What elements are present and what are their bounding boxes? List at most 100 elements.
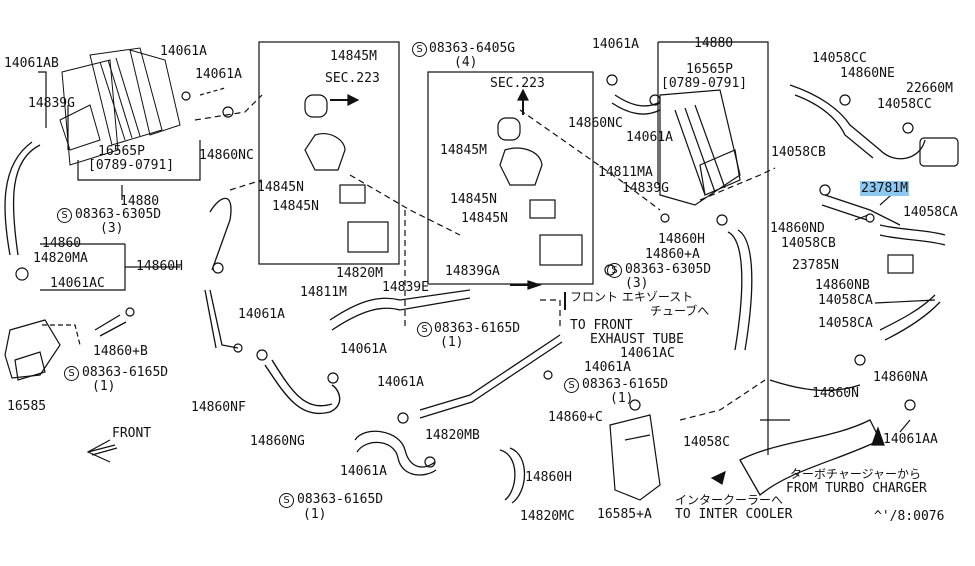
part-label: 14061A xyxy=(626,130,673,145)
group-box-left xyxy=(258,41,400,265)
arrow-sec223-right xyxy=(517,88,529,101)
front-label: FRONT xyxy=(112,426,152,441)
part-label: 14061A xyxy=(195,67,242,82)
air-cleaner-right xyxy=(659,89,741,206)
part-label: 14845N xyxy=(272,199,319,214)
screw-symbol-icon: S xyxy=(64,366,79,381)
part-label: 14061A xyxy=(340,342,387,357)
part-qty: (1) xyxy=(92,379,116,394)
bracket-14880-top xyxy=(658,41,769,455)
air-cleaner-left xyxy=(59,47,181,166)
part-label: 08363-6165D xyxy=(434,321,521,336)
screw-symbol-icon: S xyxy=(279,493,294,508)
screw-symbol-icon: S xyxy=(57,208,72,223)
hose-14860NG xyxy=(354,430,437,476)
screw-symbol-icon: S xyxy=(417,322,432,337)
part-label: 14860ND xyxy=(770,221,825,236)
jp-note: インタークーラーへ xyxy=(675,493,784,507)
part-label: 14058CB xyxy=(771,145,826,160)
route-note: EXHAUST TUBE xyxy=(590,332,684,347)
part-label: 14839GA xyxy=(445,264,500,279)
part-label: 14811MA xyxy=(598,165,653,180)
part-label: 14061AC xyxy=(620,346,675,361)
part-label: 14061AB xyxy=(4,56,59,71)
gasket-23785N xyxy=(887,254,914,274)
part-label: 16565P xyxy=(98,144,145,159)
part-label: 08363-6405G xyxy=(429,41,516,56)
part-label: 14845N xyxy=(257,180,304,195)
part-label: 08363-6165D xyxy=(582,377,669,392)
part-label: 14061A xyxy=(238,307,285,322)
part-label: 14860H xyxy=(136,259,183,274)
hose-14860NF xyxy=(264,364,341,415)
part-label: 14820M xyxy=(336,266,383,281)
part-label: 14820MA xyxy=(33,251,88,266)
part-label: 14845N xyxy=(450,192,497,207)
part-label: 14058CA xyxy=(903,205,958,220)
part-label: 14839E xyxy=(382,280,429,295)
part-label-highlighted[interactable]: 23781M xyxy=(860,181,909,196)
part-label: 14845M xyxy=(330,49,377,64)
part-label: 16565P xyxy=(686,62,733,77)
highlighted-part-number[interactable]: 23781M xyxy=(860,181,909,196)
part-label: 14061A xyxy=(584,360,631,375)
part-label: 14058CC xyxy=(877,97,932,112)
part-label: 14860+B xyxy=(93,344,148,359)
part-qty: (1) xyxy=(440,335,464,350)
part-qty: (1) xyxy=(303,507,327,522)
route-note: TO FRONT xyxy=(570,318,633,333)
part-label: 14860N xyxy=(812,386,859,401)
part-label: 14839G xyxy=(28,96,75,111)
part-label: 08363-6305D xyxy=(75,207,162,222)
group-box-right xyxy=(427,71,594,285)
jp-note: チューブへ xyxy=(650,304,710,318)
part-qty: (3) xyxy=(625,276,649,291)
part-label: 14860NC xyxy=(199,148,254,163)
section-ref: SEC.223 xyxy=(325,71,380,86)
part-label: 14061A xyxy=(340,464,387,479)
part-label: 14860+A xyxy=(645,247,700,262)
pipe-14860NE xyxy=(789,84,926,160)
part-label: 22660M xyxy=(906,81,953,96)
part-label: 14820MC xyxy=(520,509,575,524)
diagram-code: ^'/8:0076 xyxy=(874,509,945,524)
hose-14860 xyxy=(4,141,41,256)
part-label: 14860NA xyxy=(873,370,928,385)
part-label: 16585 xyxy=(7,399,47,414)
part-label: 14058CA xyxy=(818,293,873,308)
route-note: TO INTER COOLER xyxy=(675,507,793,522)
part-label: [0789-0791] xyxy=(88,158,175,173)
part-label: 14811M xyxy=(300,285,347,300)
part-label: 14058CB xyxy=(781,236,836,251)
part-label: 14061A xyxy=(377,375,424,390)
part-label: 14880 xyxy=(120,194,160,209)
part-label: 16585+A xyxy=(597,507,652,522)
part-label: 14860H xyxy=(658,232,705,247)
part-label: 14860NF xyxy=(191,400,246,415)
solenoid-valve-right xyxy=(497,117,583,266)
part-label: 14058CA xyxy=(818,316,873,331)
part-label: 14860NE xyxy=(840,66,895,81)
part-qty: (3) xyxy=(100,221,124,236)
bracket-16585A xyxy=(609,414,661,501)
part-label: 14061AC xyxy=(50,276,105,291)
screw-symbol-icon: S xyxy=(412,42,427,57)
part-label: 23785N xyxy=(792,258,839,273)
part-label: 14860NC xyxy=(568,116,623,131)
part-label: 14860NB xyxy=(815,278,870,293)
screw-symbol-icon: S xyxy=(607,263,622,278)
part-label: [0789-0791] xyxy=(661,76,748,91)
part-label: 14820MB xyxy=(425,428,480,443)
arrow-sec223-left xyxy=(347,94,360,106)
part-label: 14061A xyxy=(160,44,207,59)
part-qty: (1) xyxy=(610,391,634,406)
screw-symbol-icon: S xyxy=(564,378,579,393)
part-label: 08363-6165D xyxy=(82,365,169,380)
part-label: 08363-6165D xyxy=(297,492,384,507)
part-label: 14845N xyxy=(461,211,508,226)
part-qty: (4) xyxy=(454,55,478,70)
pipe-14820M xyxy=(329,289,471,331)
pipe-14820MB xyxy=(419,334,563,419)
